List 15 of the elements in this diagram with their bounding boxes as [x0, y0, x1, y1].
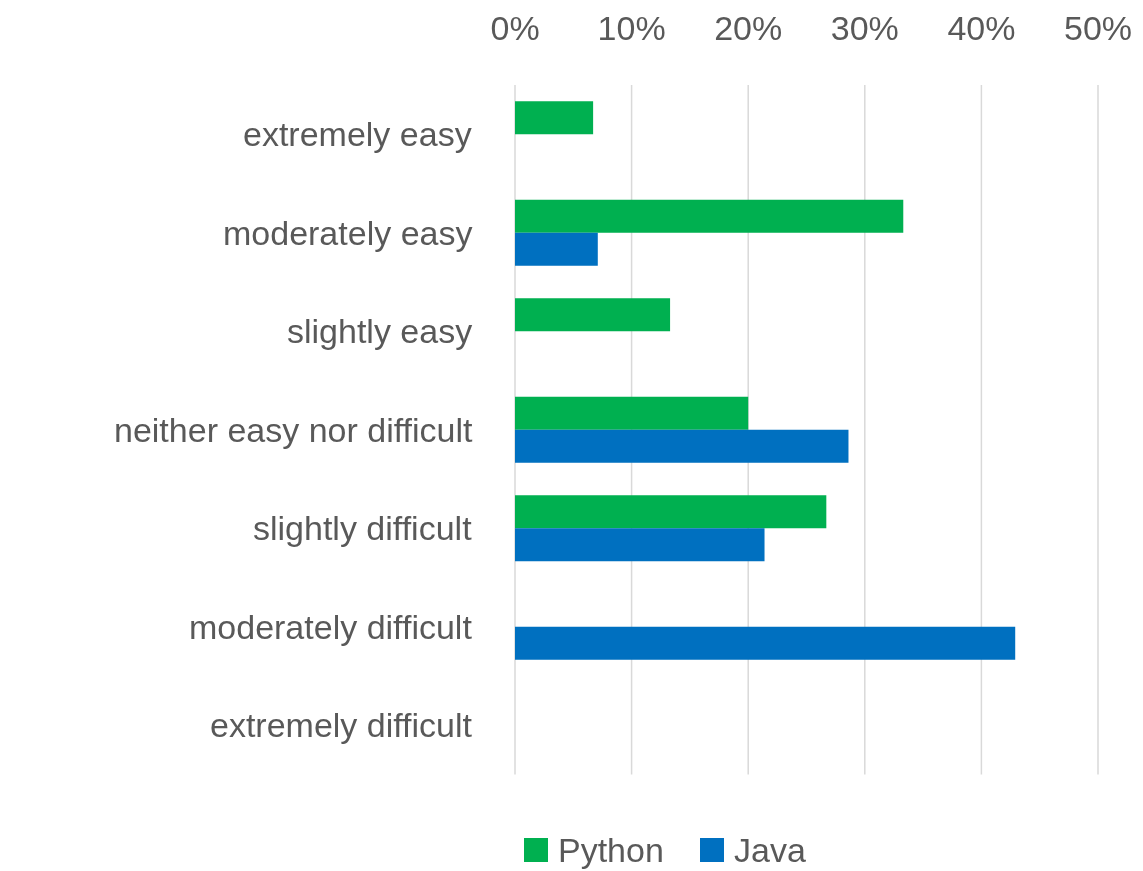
category-label: slightly difficult	[253, 508, 472, 549]
tick-label: 20%	[714, 8, 783, 48]
category-label: extremely difficult	[210, 705, 473, 746]
tick-label: 10%	[597, 8, 666, 48]
category-label: moderately easy	[223, 212, 473, 253]
tick-label: 40%	[947, 8, 1016, 48]
category-label: neither easy nor difficult	[114, 409, 473, 450]
tick-label: 50%	[1064, 8, 1133, 48]
category-label: extremely easy	[243, 114, 472, 155]
category-label: moderately difficult	[189, 606, 472, 647]
legend-label: Java	[734, 830, 806, 870]
tick-label: 30%	[830, 8, 899, 48]
legend-label: Python	[558, 830, 664, 870]
tick-label: 0%	[490, 8, 540, 48]
category-label: slightly easy	[287, 311, 473, 352]
